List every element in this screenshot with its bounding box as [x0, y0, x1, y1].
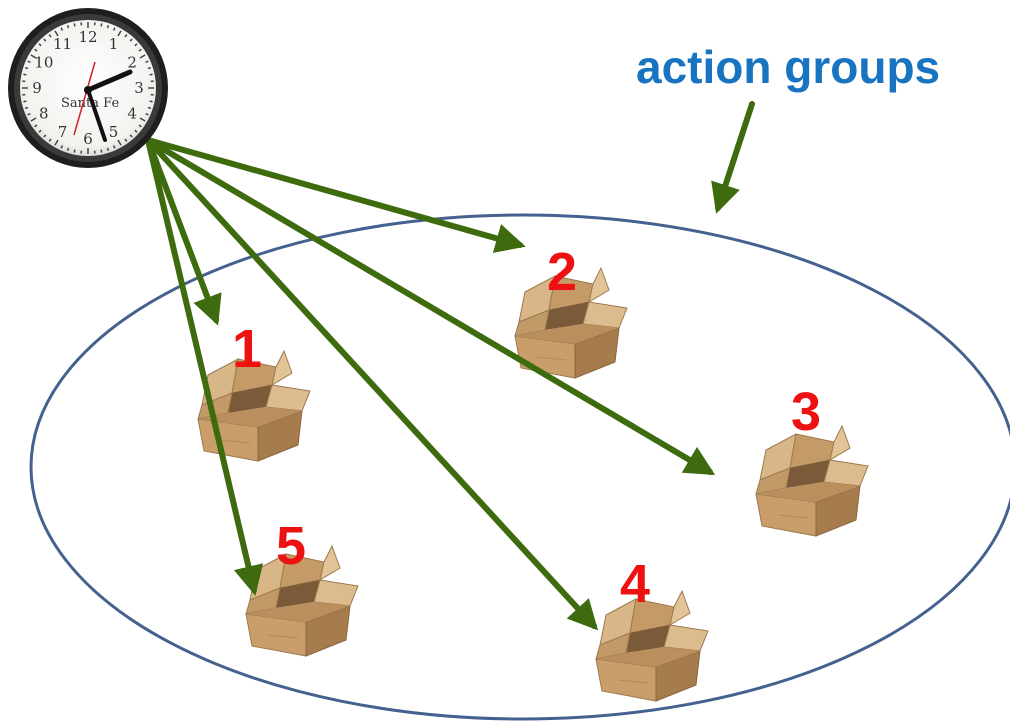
clock-minute-hand [86, 88, 107, 142]
clock-numeral: 8 [39, 105, 49, 123]
clock-numeral: 6 [83, 130, 93, 148]
arrow-title-to-ellipse [711, 101, 755, 214]
clock-tick [147, 106, 152, 110]
clock-tick [145, 60, 149, 64]
clock-tick [124, 34, 128, 38]
clock-ticks [22, 22, 154, 154]
clock-tick [43, 38, 47, 42]
clock-tick [73, 23, 76, 27]
clock-tick [149, 100, 153, 103]
clock-tick [139, 54, 146, 59]
diagram-title: action groups [636, 41, 941, 93]
group-number-1: 1 [232, 319, 262, 379]
clock-tick [139, 117, 146, 122]
clock-tick [30, 54, 37, 59]
clock-tick [134, 43, 138, 47]
clock-numeral: 5 [109, 123, 119, 141]
arrow-to-box-3 [145, 137, 716, 476]
clock-numeral: 12 [78, 28, 97, 46]
clock-tick [30, 117, 37, 122]
box-4-icon [595, 590, 709, 702]
clock-tick [27, 60, 31, 64]
clock-tick [48, 138, 52, 142]
clock-tick [112, 145, 116, 149]
clock-tick [100, 23, 103, 27]
clock-tick [23, 100, 27, 103]
clock-tick [54, 139, 59, 146]
clock-tick [38, 129, 42, 133]
group-number-2: 2 [547, 242, 577, 302]
clock-numeral: 9 [32, 79, 42, 97]
clock-tick [60, 27, 64, 31]
clock-numeral: 4 [127, 105, 137, 123]
clock-tick [38, 43, 42, 47]
group-number-4: 4 [620, 554, 650, 614]
clock-tick [138, 48, 142, 52]
clock-second-hand [73, 61, 96, 136]
arrows [145, 101, 755, 631]
clock-numeral: 1 [109, 35, 119, 53]
clock-tick [66, 24, 70, 29]
clock-numeral: 3 [134, 79, 144, 97]
clock-tick [43, 134, 47, 138]
clock-tick [24, 106, 29, 110]
clock-tick [117, 139, 122, 146]
clock-tick [23, 73, 27, 76]
clock-tick [145, 112, 149, 116]
clock-tick [124, 138, 128, 142]
arrow-to-box-1 [145, 137, 222, 326]
clock-tick [100, 149, 103, 153]
clock-tick [34, 48, 38, 52]
box-3-icon [755, 425, 869, 537]
clock-tick [149, 73, 153, 76]
clock-tick [129, 38, 133, 42]
action-group-ellipse [29, 213, 1010, 721]
clock-tick [106, 147, 110, 152]
clock-numeral: 7 [58, 123, 68, 141]
clock-hour-hand [85, 69, 133, 93]
clock-tick [34, 124, 38, 128]
clock-tick [117, 30, 122, 37]
clock-tick [73, 149, 76, 153]
clock-tick [129, 134, 133, 138]
clock-tick [112, 27, 116, 31]
group-number-5: 5 [276, 516, 306, 576]
clock-tick [106, 24, 110, 29]
group-number-3: 3 [791, 382, 821, 442]
clock-numeral: 11 [53, 35, 72, 53]
clock-tick [66, 147, 70, 152]
clock-tick [147, 66, 152, 70]
arrow-to-box-5 [145, 137, 264, 596]
arrow-to-box-2 [145, 137, 526, 253]
clock-tick [138, 124, 142, 128]
clock-tick [48, 34, 52, 38]
clock-tick [134, 129, 138, 133]
clock-brand: Santa Fe [61, 96, 119, 111]
clock-tick [60, 145, 64, 149]
arrow-to-box-4 [145, 137, 599, 631]
clock-numeral: 2 [127, 54, 137, 72]
clock-numeral: 10 [34, 54, 53, 72]
clock-tick [54, 30, 59, 37]
clock-tick [27, 112, 31, 116]
clock-tick [24, 66, 29, 70]
